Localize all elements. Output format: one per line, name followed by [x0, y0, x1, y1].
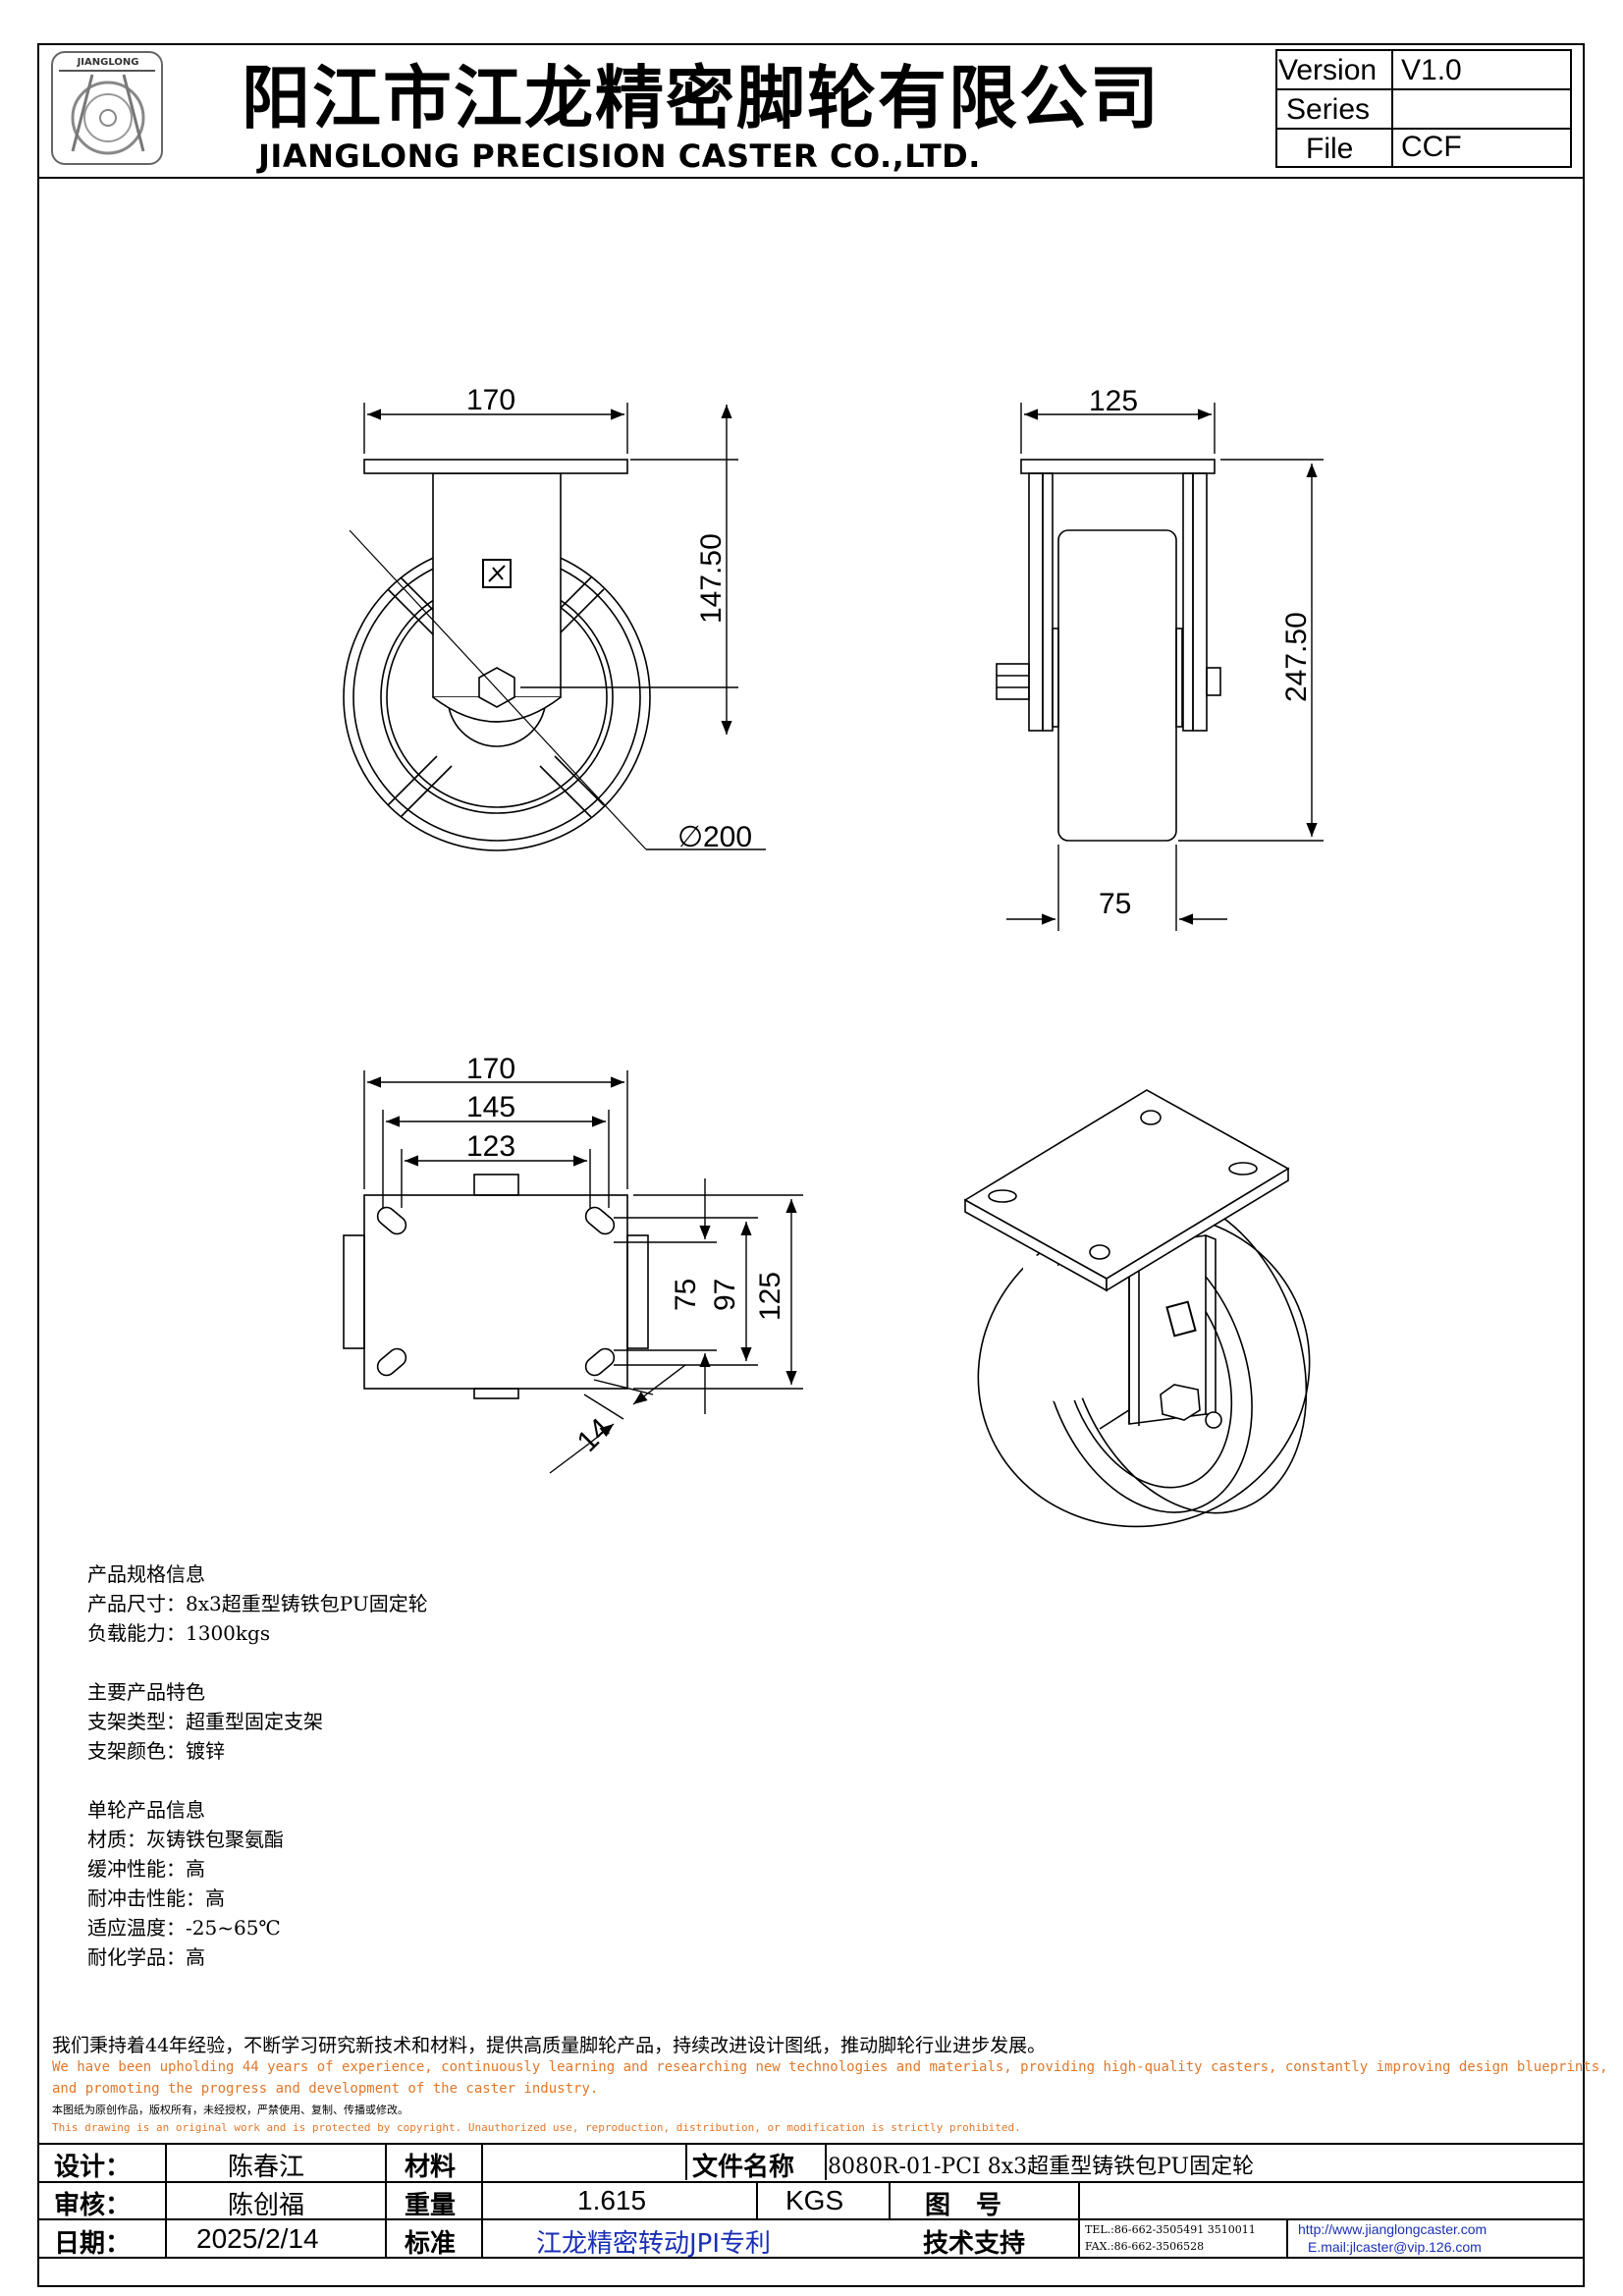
top-outer-dim: 170: [466, 1053, 515, 1085]
version-value: V1.0: [1401, 54, 1462, 86]
standard-value: 江龙精密转动JPI专利: [536, 2229, 772, 2259]
designer-name: 陈春江: [228, 2153, 305, 2182]
front-dimensions: [363, 403, 766, 850]
review-label: 审核：: [54, 2191, 132, 2220]
weight-unit: KGS: [785, 2185, 844, 2215]
version-row-line: [1275, 88, 1572, 90]
top-hole-span-dim: 145: [466, 1091, 515, 1123]
front-height-dim: 147.50: [695, 533, 728, 624]
spec-temperature: 适应温度：-25~65℃: [87, 1916, 281, 1940]
slogan-cn: 我们秉持着44年经验，不断学习研究新技术和材料，提供高质量脚轮产品，持续改进设计…: [52, 2035, 1047, 2056]
spec-section-title-3: 单轮产品信息: [87, 1798, 205, 1822]
email-link[interactable]: E.mail:jlcaster@vip.126.com: [1308, 2239, 1482, 2255]
spec-material: 材质：灰铸铁包聚氨酯: [87, 1828, 284, 1851]
slogan-en-1: We have been upholding 44 years of exper…: [52, 2059, 1608, 2075]
top-slot-span-dim: 75: [670, 1279, 702, 1311]
file-value: CCF: [1401, 131, 1462, 163]
company-logo: JIANGLONG: [51, 51, 163, 165]
technical-drawing: 170 147.50 ∅ 200 125 247.50 75: [343, 384, 1324, 1528]
spec-section-title-1: 产品规格信息: [87, 1562, 205, 1586]
side-wheel-width-dim: 75: [1099, 888, 1131, 920]
top-dimensions: [363, 1070, 803, 1474]
caster-logo-icon: [59, 70, 155, 155]
standard-label: 标准: [405, 2229, 457, 2259]
spec-impact: 耐冲击性能：高: [87, 1886, 225, 1910]
front-view: [343, 459, 651, 851]
slogan-en-2: and promoting the progress and developme…: [52, 2081, 599, 2097]
series-row-line: [1275, 128, 1572, 130]
company-name-en: JIANGLONG PRECISION CASTER CO.,LTD.: [258, 137, 981, 175]
website-link[interactable]: http://www.jianglongcaster.com: [1298, 2221, 1488, 2237]
spec-bracket-color: 支架颜色：镀锌: [87, 1739, 225, 1763]
spec-bracket-type: 支架类型：超重型固定支架: [87, 1710, 323, 1733]
header-divider: [37, 177, 1585, 179]
tel-number: TEL.:86-662-3505491 3510011: [1085, 2223, 1256, 2236]
reviewer-name: 陈创福: [228, 2191, 305, 2220]
top-hole-y-dim: 97: [709, 1279, 741, 1311]
company-name-cn: 阳江市江龙精密脚轮有限公司: [242, 58, 1161, 138]
front-diameter-dim: 200: [703, 821, 752, 853]
side-dimensions: [1006, 403, 1324, 931]
side-view: [996, 459, 1221, 842]
weight-value: 1.615: [577, 2185, 647, 2215]
design-label: 设计：: [54, 2153, 132, 2182]
top-inner-dim: 123: [466, 1130, 515, 1163]
drawing-frame: [37, 43, 1585, 2287]
tech-support-label: 技术支持: [923, 2229, 1026, 2259]
weight-label: 重量: [405, 2191, 457, 2220]
version-col-line: [1391, 49, 1393, 168]
series-label: Series: [1286, 93, 1371, 126]
spec-chemical: 耐化学品：高: [87, 1945, 205, 1969]
file-name-label: 文件名称: [692, 2153, 795, 2182]
side-height-dim: 247.50: [1280, 612, 1313, 702]
date-label: 日期：: [54, 2229, 132, 2259]
side-width-dim: 125: [1089, 385, 1138, 417]
diameter-symbol: ∅: [677, 821, 703, 853]
material-label: 材料: [405, 2153, 457, 2182]
file-label: File: [1306, 133, 1354, 165]
top-view: [343, 1174, 649, 1399]
copyright-cn: 本图纸为原创作品，版权所有，未经授权，严禁使用、复制、传播或修改。: [52, 2104, 408, 2116]
fax-number: FAX.:86-662-3506528: [1085, 2240, 1205, 2253]
version-table: [1275, 49, 1572, 168]
date-value: 2025/2/14: [196, 2223, 319, 2254]
spec-size: 产品尺寸：8x3超重型铸铁包PU固定轮: [87, 1592, 428, 1615]
file-name-value: 8080R-01-PCI 8x3超重型铸铁包PU固定轮: [828, 2155, 1255, 2179]
version-label: Version: [1278, 54, 1378, 86]
copyright-en: This drawing is an original work and is …: [52, 2121, 1021, 2134]
isometric-view: [963, 1089, 1311, 1528]
spec-section-title-2: 主要产品特色: [87, 1680, 205, 1704]
spec-load: 负载能力：1300kgs: [87, 1621, 271, 1645]
top-plate-depth-dim: 125: [754, 1272, 786, 1321]
spec-cushion: 缓冲性能：高: [87, 1857, 205, 1881]
drawing-number-label: 图 号: [925, 2191, 1002, 2220]
front-width-dim: 170: [466, 384, 515, 416]
logo-text: JIANGLONG: [77, 57, 139, 68]
